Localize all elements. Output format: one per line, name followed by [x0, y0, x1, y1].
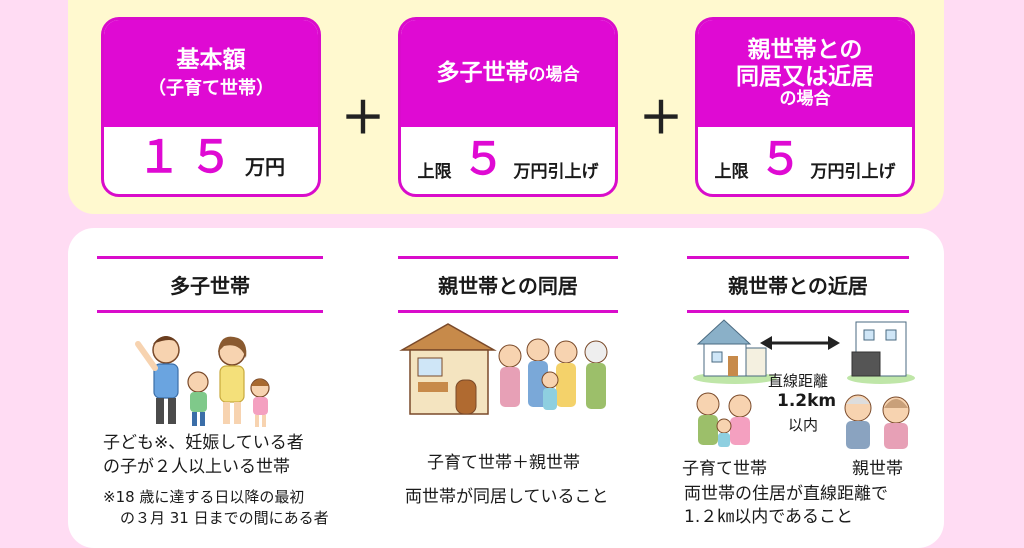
base-amount-value: １５ 万円 — [104, 121, 318, 194]
base-amount-card: 基本額 （子育て世帯） １５ 万円 — [101, 17, 321, 197]
multi-child-note-line1: ※18 歳に達する日以降の最初 — [103, 488, 305, 506]
parent-household-card-header: 親世帯との 同居又は近居 の場合 — [698, 20, 912, 127]
parent-household-house-icon — [847, 321, 915, 384]
parent-household-number: ５ — [758, 134, 803, 185]
parent-household-card: 親世帯との 同居又は近居 の場合 上限 ５ 万円引上げ — [695, 17, 915, 197]
cohabitation-illustration — [399, 323, 608, 415]
distance-arrow-icon — [760, 336, 840, 350]
distance-label: 直線距離 — [768, 372, 829, 390]
parent-card-title-line2: 同居又は近居 — [736, 63, 874, 90]
cohabitation-label: 子育て世帯＋親世帯 — [427, 453, 580, 473]
base-amount-unit: 万円 — [245, 155, 285, 179]
parent-household-prefix: 上限 — [714, 162, 749, 182]
multi-child-desc-line1: 子ども※、妊娠している者 — [103, 433, 304, 453]
cohabitation-desc: 両世帯が同居していること — [405, 487, 609, 507]
multi-child-note-line2: の３月 31 日までの間にある者 — [120, 509, 329, 527]
base-amount-card-header: 基本額 （子育て世帯） — [104, 20, 318, 127]
base-amount-number: １５ — [137, 132, 241, 183]
multi-child-card-title-suffix: の場合 — [528, 64, 580, 85]
nearby-desc-line1: 両世帯の住居が直線距離で — [684, 484, 888, 504]
parent-card-title-line1: 親世帯との — [747, 37, 863, 64]
base-amount-subtitle: （子育て世帯） — [148, 78, 274, 100]
multi-child-value: 上限 ５ 万円引上げ — [401, 121, 615, 194]
multi-child-number: ５ — [461, 134, 506, 185]
multi-child-card-title: 多子世帯 — [436, 60, 529, 87]
parent-household-family-illustration — [844, 394, 910, 449]
parent-card-title-line3: の場合 — [779, 89, 831, 110]
nearby-desc-line2: 1.２㎞以内であること — [684, 507, 854, 527]
base-amount-title: 基本額 — [176, 46, 246, 73]
parent-household-unit: 万円引上げ — [810, 162, 896, 182]
multi-child-desc-line2: の子が２人以上いる世帯 — [103, 457, 290, 477]
parent-household-value: 上限 ５ 万円引上げ — [698, 121, 912, 194]
multi-child-prefix: 上限 — [417, 162, 452, 182]
child-household-house-icon — [693, 319, 777, 384]
section-title-multi-child: 多子世帯 — [97, 256, 323, 313]
multi-child-card: 多子世帯 の場合 上限 ５ 万円引上げ — [398, 17, 618, 197]
family-illustration — [135, 336, 270, 427]
parent-household-label: 親世帯 — [852, 459, 903, 479]
child-household-family-illustration — [696, 392, 752, 447]
distance-value: 1.2km — [777, 391, 837, 411]
child-household-label: 子育て世帯 — [682, 459, 767, 479]
section-title-nearby: 親世帯との近居 — [687, 256, 909, 313]
section-title-cohabitation: 親世帯との同居 — [398, 256, 618, 313]
multi-child-card-header: 多子世帯 の場合 — [401, 20, 615, 127]
multi-child-unit: 万円引上げ — [513, 162, 599, 182]
plus-sign-2: ＋ — [639, 93, 683, 144]
plus-sign-1: ＋ — [341, 93, 385, 144]
distance-suffix: 以内 — [788, 416, 819, 434]
